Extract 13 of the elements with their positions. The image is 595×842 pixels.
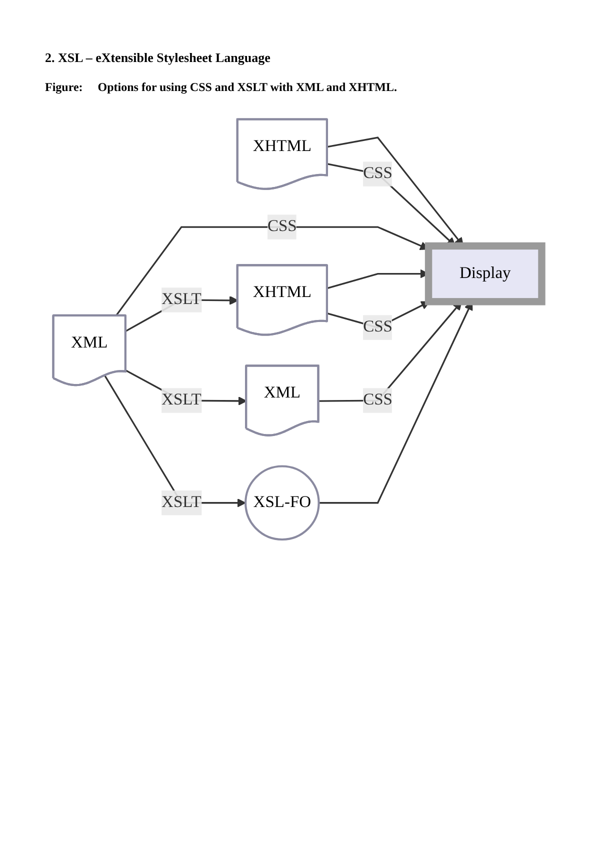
figure-caption: Figure: Options for using CSS and XSLT with XML and XHTML.	[45, 80, 398, 95]
node-circle	[244, 465, 320, 541]
flowchart-diagram: CSS CSS XSLT XSLT XSLT CSS CSS XHTML Display XML XHTML XML XSL-FO	[45, 111, 550, 548]
arrow	[104, 375, 246, 508]
section-heading: 2. XSL – eXtensible Stylesheet Language	[45, 50, 272, 66]
edge-label: XSLT	[162, 391, 202, 409]
node-box	[424, 242, 546, 306]
edge-label: CSS	[363, 164, 392, 182]
edge-label: CSS	[267, 218, 297, 236]
edge-label: CSS	[363, 318, 392, 336]
edge-label: XSLT	[162, 290, 202, 308]
edge-label: XSLT	[162, 494, 202, 512]
edge-label: CSS	[363, 391, 392, 409]
